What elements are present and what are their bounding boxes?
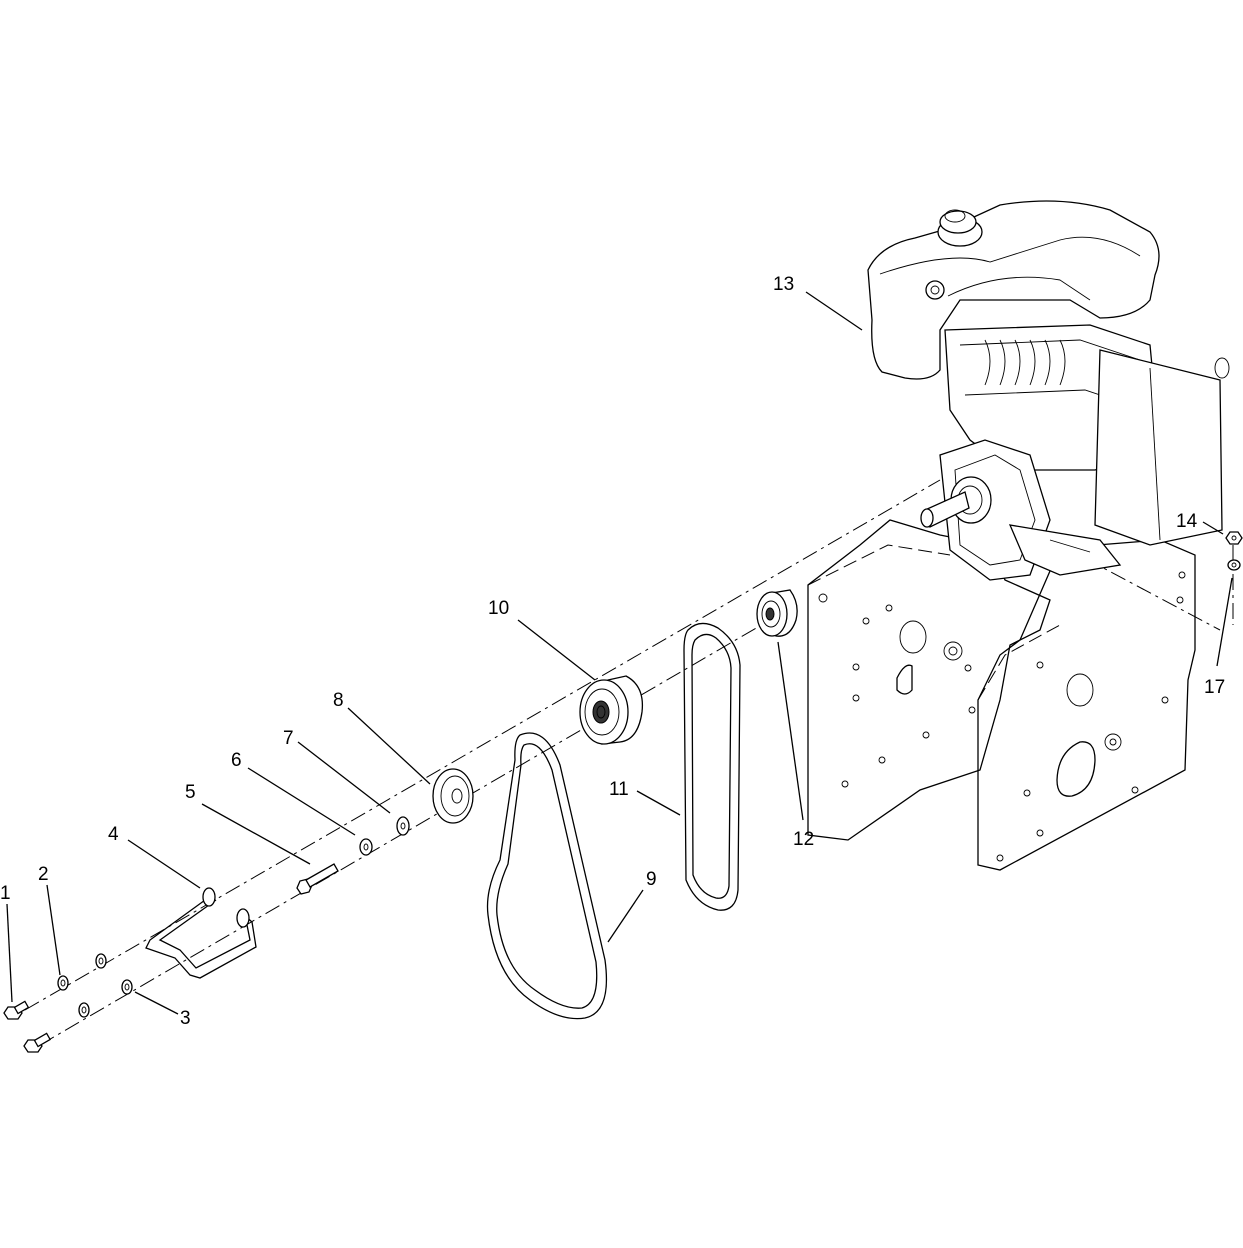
lock-washer-b <box>78 1002 90 1018</box>
belt-guide-bracket <box>145 887 257 979</box>
leader-lines <box>6 291 1233 1015</box>
engine <box>867 200 1230 581</box>
callout-9: 9 <box>646 869 657 890</box>
callout-6: 6 <box>231 750 242 771</box>
lock-washer-2 <box>57 975 69 991</box>
callout-7: 7 <box>283 728 294 749</box>
callout-4: 4 <box>108 824 119 845</box>
drive-pulley <box>579 675 644 745</box>
callout-13: 13 <box>773 274 794 295</box>
callout-14: 14 <box>1176 511 1198 532</box>
callout-3: 3 <box>180 1008 191 1029</box>
flat-washer-a <box>95 953 107 969</box>
callout-12: 12 <box>793 829 814 850</box>
washer-6 <box>359 838 373 856</box>
frame-plate-left <box>807 519 1051 841</box>
idler-pulley <box>432 768 474 824</box>
callout-11: 11 <box>609 779 629 800</box>
hex-nut-14 <box>1225 531 1243 545</box>
auger-belt <box>683 622 741 911</box>
callout-17: 17 <box>1204 677 1225 698</box>
callout-2: 2 <box>38 864 49 885</box>
washer-7 <box>396 816 410 836</box>
callout-8: 8 <box>333 690 344 711</box>
hex-bolt-1 <box>3 1000 30 1020</box>
callout-10: 10 <box>488 598 509 619</box>
callout-5: 5 <box>185 782 196 803</box>
frame-plate-right <box>977 539 1196 871</box>
hex-bolt-2 <box>23 1032 52 1053</box>
callout-1: 1 <box>0 883 11 904</box>
drive-belt <box>486 732 608 1020</box>
shoulder-bolt <box>296 863 339 895</box>
callout-labels: 1 2 3 4 5 6 7 8 9 10 11 12 13 14 17 <box>0 274 1225 1029</box>
engine-pulley <box>756 589 798 637</box>
washer-17 <box>1227 559 1241 571</box>
flat-washer-3 <box>121 979 133 995</box>
